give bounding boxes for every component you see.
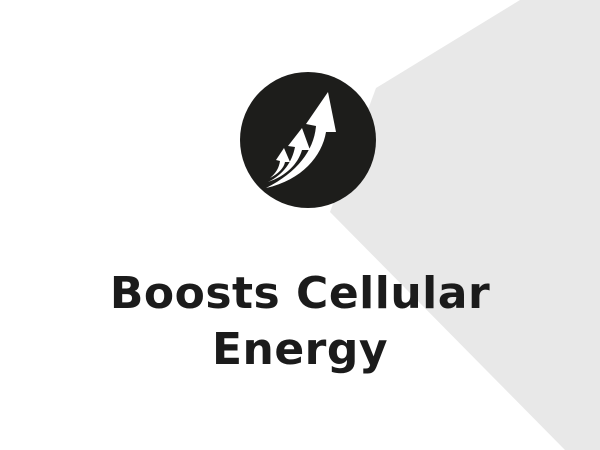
feature-headline: Boosts Cellular Energy xyxy=(0,266,600,378)
headline-line-1: Boosts Cellular xyxy=(109,268,491,319)
boost-arrows-icon xyxy=(240,72,376,208)
headline-line-2: Energy xyxy=(211,324,389,375)
